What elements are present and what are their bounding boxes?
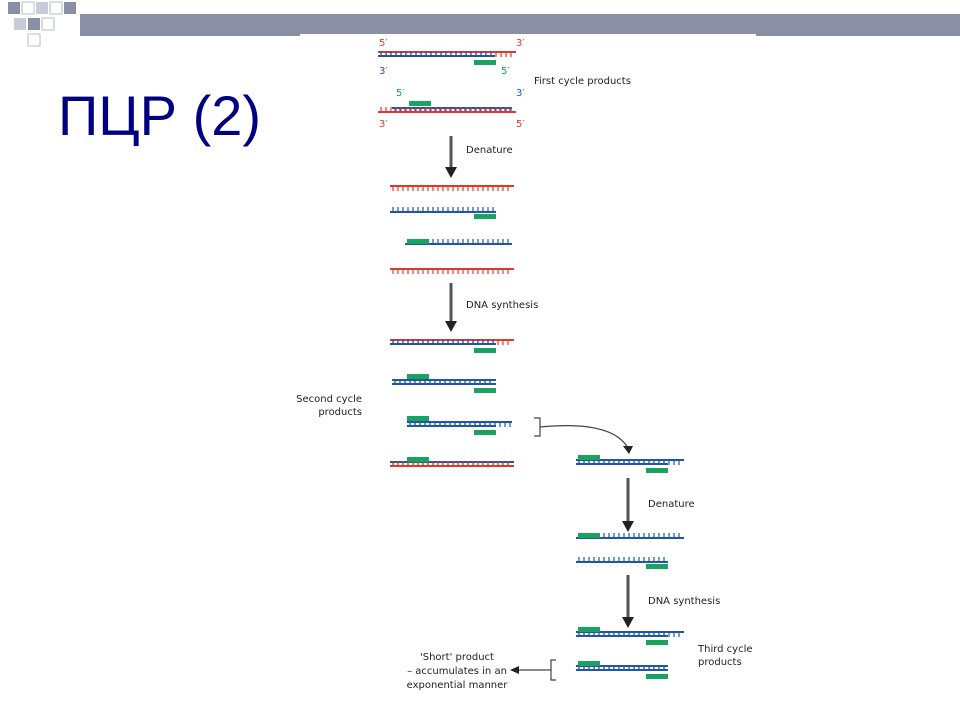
primer-block xyxy=(646,564,668,569)
third-cycle-label: Third cycle xyxy=(697,644,753,655)
end-label: 5′ xyxy=(379,38,388,49)
header-square xyxy=(8,2,20,14)
header-bar-light xyxy=(300,34,756,44)
primer-block xyxy=(407,416,429,421)
header-square xyxy=(49,1,63,15)
header-square xyxy=(36,2,48,14)
dna-strand xyxy=(407,421,496,427)
primer-block xyxy=(409,101,431,106)
dna-strand xyxy=(378,51,495,57)
primer-block xyxy=(407,239,429,244)
header-square xyxy=(27,33,41,47)
cycle-arrows xyxy=(445,136,634,681)
short-product-label: – accumulates in an xyxy=(407,666,507,677)
denature-label: Denature xyxy=(648,499,695,510)
end-label: 3′ xyxy=(516,38,525,49)
primer-block xyxy=(474,60,496,65)
arrow-head xyxy=(622,521,634,532)
dna-strand xyxy=(576,631,668,637)
dna-synthesis-label: DNA synthesis xyxy=(648,596,720,607)
header-square xyxy=(41,17,55,31)
slide-title: ПЦР (2) xyxy=(58,84,262,147)
dna-strand xyxy=(390,185,514,191)
primer-block xyxy=(407,457,429,462)
header-square xyxy=(28,18,40,30)
cycle-arrow xyxy=(622,478,634,532)
primer-block xyxy=(578,661,600,666)
header-square xyxy=(64,2,76,14)
header-decoration xyxy=(8,1,960,47)
primer-block xyxy=(474,214,496,219)
end-label: 3′ xyxy=(379,119,388,130)
primer-block xyxy=(646,468,668,473)
header-square xyxy=(21,1,35,15)
dna-strand xyxy=(390,207,496,213)
dna-strand xyxy=(576,557,668,563)
dna-strand xyxy=(576,459,668,465)
short-arrow-head xyxy=(510,666,519,674)
primer-blocks xyxy=(407,60,668,679)
dna-strand xyxy=(390,461,514,467)
denature-label: Denature xyxy=(466,145,513,156)
end-label: 5′ xyxy=(516,119,525,130)
arrow-head xyxy=(445,167,457,178)
third-cycle-label: products xyxy=(698,657,742,668)
dna-strand xyxy=(392,379,496,385)
primer-block xyxy=(474,348,496,353)
cycle-arrow xyxy=(445,136,457,178)
primer-block xyxy=(578,455,600,460)
dna-synthesis-label: DNA synthesis xyxy=(466,300,538,311)
curved-arrow-head xyxy=(623,446,633,454)
end-label: 3′ xyxy=(516,88,525,99)
dna-strand xyxy=(390,339,496,345)
dna-strand xyxy=(390,268,514,274)
curved-arrow xyxy=(539,425,629,449)
cycle-arrow xyxy=(622,575,634,628)
dna-strand xyxy=(378,107,516,113)
dna-strands xyxy=(378,51,684,671)
bracket xyxy=(534,417,541,437)
primer-block xyxy=(646,640,668,645)
primer-block xyxy=(474,388,496,393)
arrow-head xyxy=(445,321,457,332)
header-square xyxy=(14,18,26,30)
second-cycle-label: Second cycle xyxy=(296,394,362,405)
first-cycle-label: First cycle products xyxy=(534,76,631,87)
arrow-head xyxy=(622,617,634,628)
primer-block xyxy=(407,374,429,379)
second-cycle-label: products xyxy=(318,407,362,418)
primer-block xyxy=(578,627,600,632)
cycle-arrow xyxy=(445,283,457,332)
primer-block xyxy=(646,674,668,679)
header-bar-dark xyxy=(80,14,960,36)
primer-block xyxy=(578,533,600,538)
short-product-label: exponential manner xyxy=(407,680,509,691)
short-product-label: 'Short' product xyxy=(420,652,494,663)
end-label: 3′ xyxy=(379,66,388,77)
bracket xyxy=(550,659,556,681)
end-label: 5′ xyxy=(396,88,405,99)
end-label: 5′ xyxy=(501,66,510,77)
primer-block xyxy=(474,430,496,435)
